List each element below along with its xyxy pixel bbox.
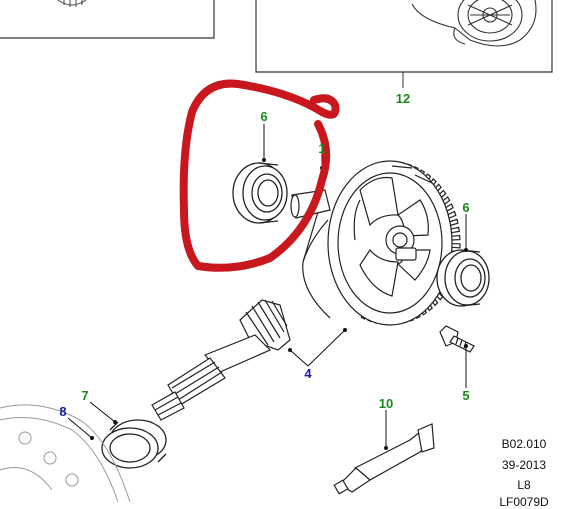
callout-6-left: 6 [260, 109, 267, 124]
differential-ring-gear [290, 160, 461, 326]
inset-frame-left [0, 0, 215, 39]
illustration-id: LF0079D [499, 495, 549, 509]
housing-8 [0, 404, 131, 503]
red-annotation-circle [179, 79, 340, 272]
callout-4: 4 [304, 366, 312, 381]
leader-dots [90, 158, 468, 450]
leader-lines [67, 124, 467, 448]
bearing-6-left [232, 162, 288, 224]
reference-code: B02.010 [501, 437, 547, 451]
sealant-tube-10 [333, 423, 435, 495]
callout-7: 7 [81, 388, 88, 403]
pinion-shaft [151, 299, 291, 421]
inset-frame-right [255, 0, 553, 73]
bearing-cup-7 [101, 419, 167, 469]
callout-12: 12 [396, 91, 410, 106]
callout-10: 10 [379, 396, 393, 411]
bearing-6-right [436, 249, 490, 307]
bolt-5 [439, 325, 475, 353]
callout-1: 1 [318, 141, 325, 156]
callout-5: 5 [462, 388, 469, 403]
reference-model: L8 [517, 478, 531, 492]
reference-date: 39-2013 [501, 458, 547, 472]
differential-inset-drawing [411, 0, 537, 47]
callout-6-right: 6 [462, 200, 469, 215]
callout-8: 8 [59, 404, 66, 419]
